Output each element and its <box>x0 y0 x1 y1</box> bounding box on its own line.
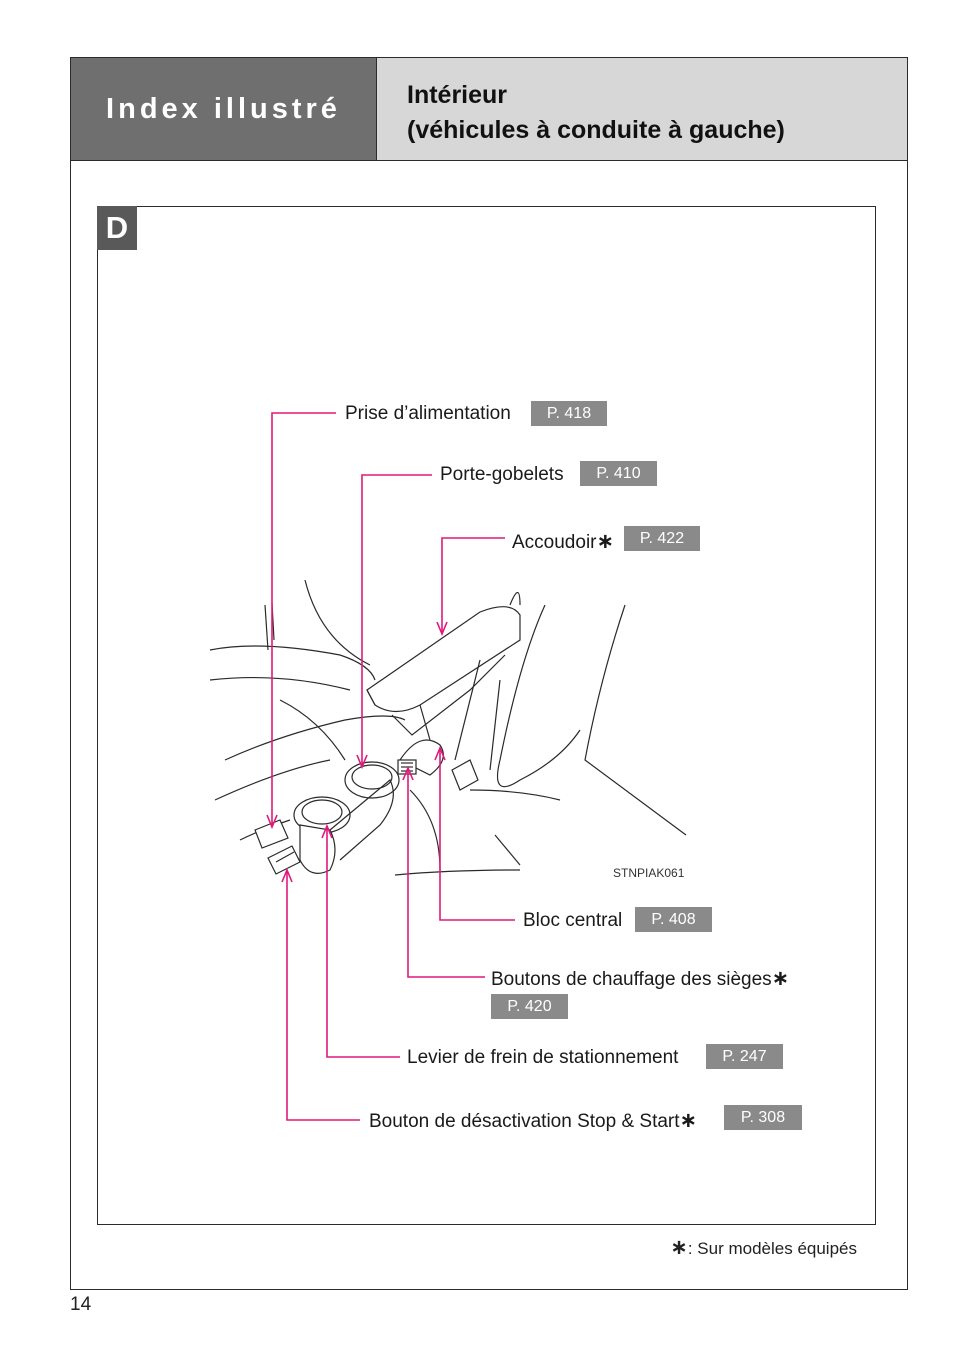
page-header: Index illustré Intérieur (véhicules à co… <box>70 57 908 161</box>
leader-stop-start <box>286 872 360 1121</box>
leader-seat-heater <box>407 770 485 978</box>
section-title: Index illustré <box>71 58 377 160</box>
optional-star-icon: ∗ <box>596 530 615 553</box>
footnote-star-icon: ∗ <box>670 1236 688 1259</box>
leader-arrowheads <box>266 621 448 883</box>
callout-center-console-label: Bloc central <box>523 910 623 931</box>
leader-armrest <box>441 537 505 632</box>
illustration-code: STNPIAK061 <box>613 866 685 880</box>
page-ref-cup-holders[interactable]: P. 410 <box>580 461 657 486</box>
page-number: 14 <box>70 1294 92 1315</box>
page-ref-parking-brake[interactable]: P. 247 <box>706 1044 783 1069</box>
page-ref-stop-start[interactable]: P. 308 <box>724 1105 802 1130</box>
subtitle-line-2: (véhicules à conduite à gauche) <box>407 116 785 144</box>
optional-star-icon: ∗ <box>771 967 790 990</box>
page-ref-center-console[interactable]: P. 408 <box>635 907 712 932</box>
callout-cup-holders-label: Porte-gobelets <box>440 464 564 485</box>
callout-power-outlet-label: Prise d’alimentation <box>345 403 511 424</box>
footnote: ∗: Sur modèles équipés <box>670 1235 857 1260</box>
leader-lines <box>271 412 515 1121</box>
interior-drawing <box>209 579 687 876</box>
page-ref-power-outlet[interactable]: P. 418 <box>531 401 607 426</box>
callout-armrest-label: Accoudoir∗ <box>512 530 615 553</box>
leader-power-outlet <box>271 412 336 825</box>
callout-parking-brake-label: Levier de frein de stationnement <box>407 1047 679 1068</box>
optional-star-icon: ∗ <box>679 1109 698 1132</box>
callout-seat-heater-label: Boutons de chauffage des sièges∗ <box>491 967 790 990</box>
subtitle-line-1: Intérieur <box>407 81 508 109</box>
footnote-text: : Sur modèles équipés <box>687 1239 857 1258</box>
section-letter-badge: D <box>97 206 137 250</box>
callout-stop-start-label: Bouton de désactivation Stop & Start∗ <box>369 1109 698 1132</box>
leader-parking-brake <box>326 828 400 1058</box>
page-ref-armrest[interactable]: P. 422 <box>624 526 700 551</box>
page-ref-seat-heater[interactable]: P. 420 <box>491 994 568 1019</box>
leader-center-console <box>439 750 515 921</box>
header-subtitle: Intérieur (véhicules à conduite à gauche… <box>377 58 907 160</box>
leader-cup-holders <box>361 474 432 765</box>
illustration-box <box>97 206 876 1225</box>
